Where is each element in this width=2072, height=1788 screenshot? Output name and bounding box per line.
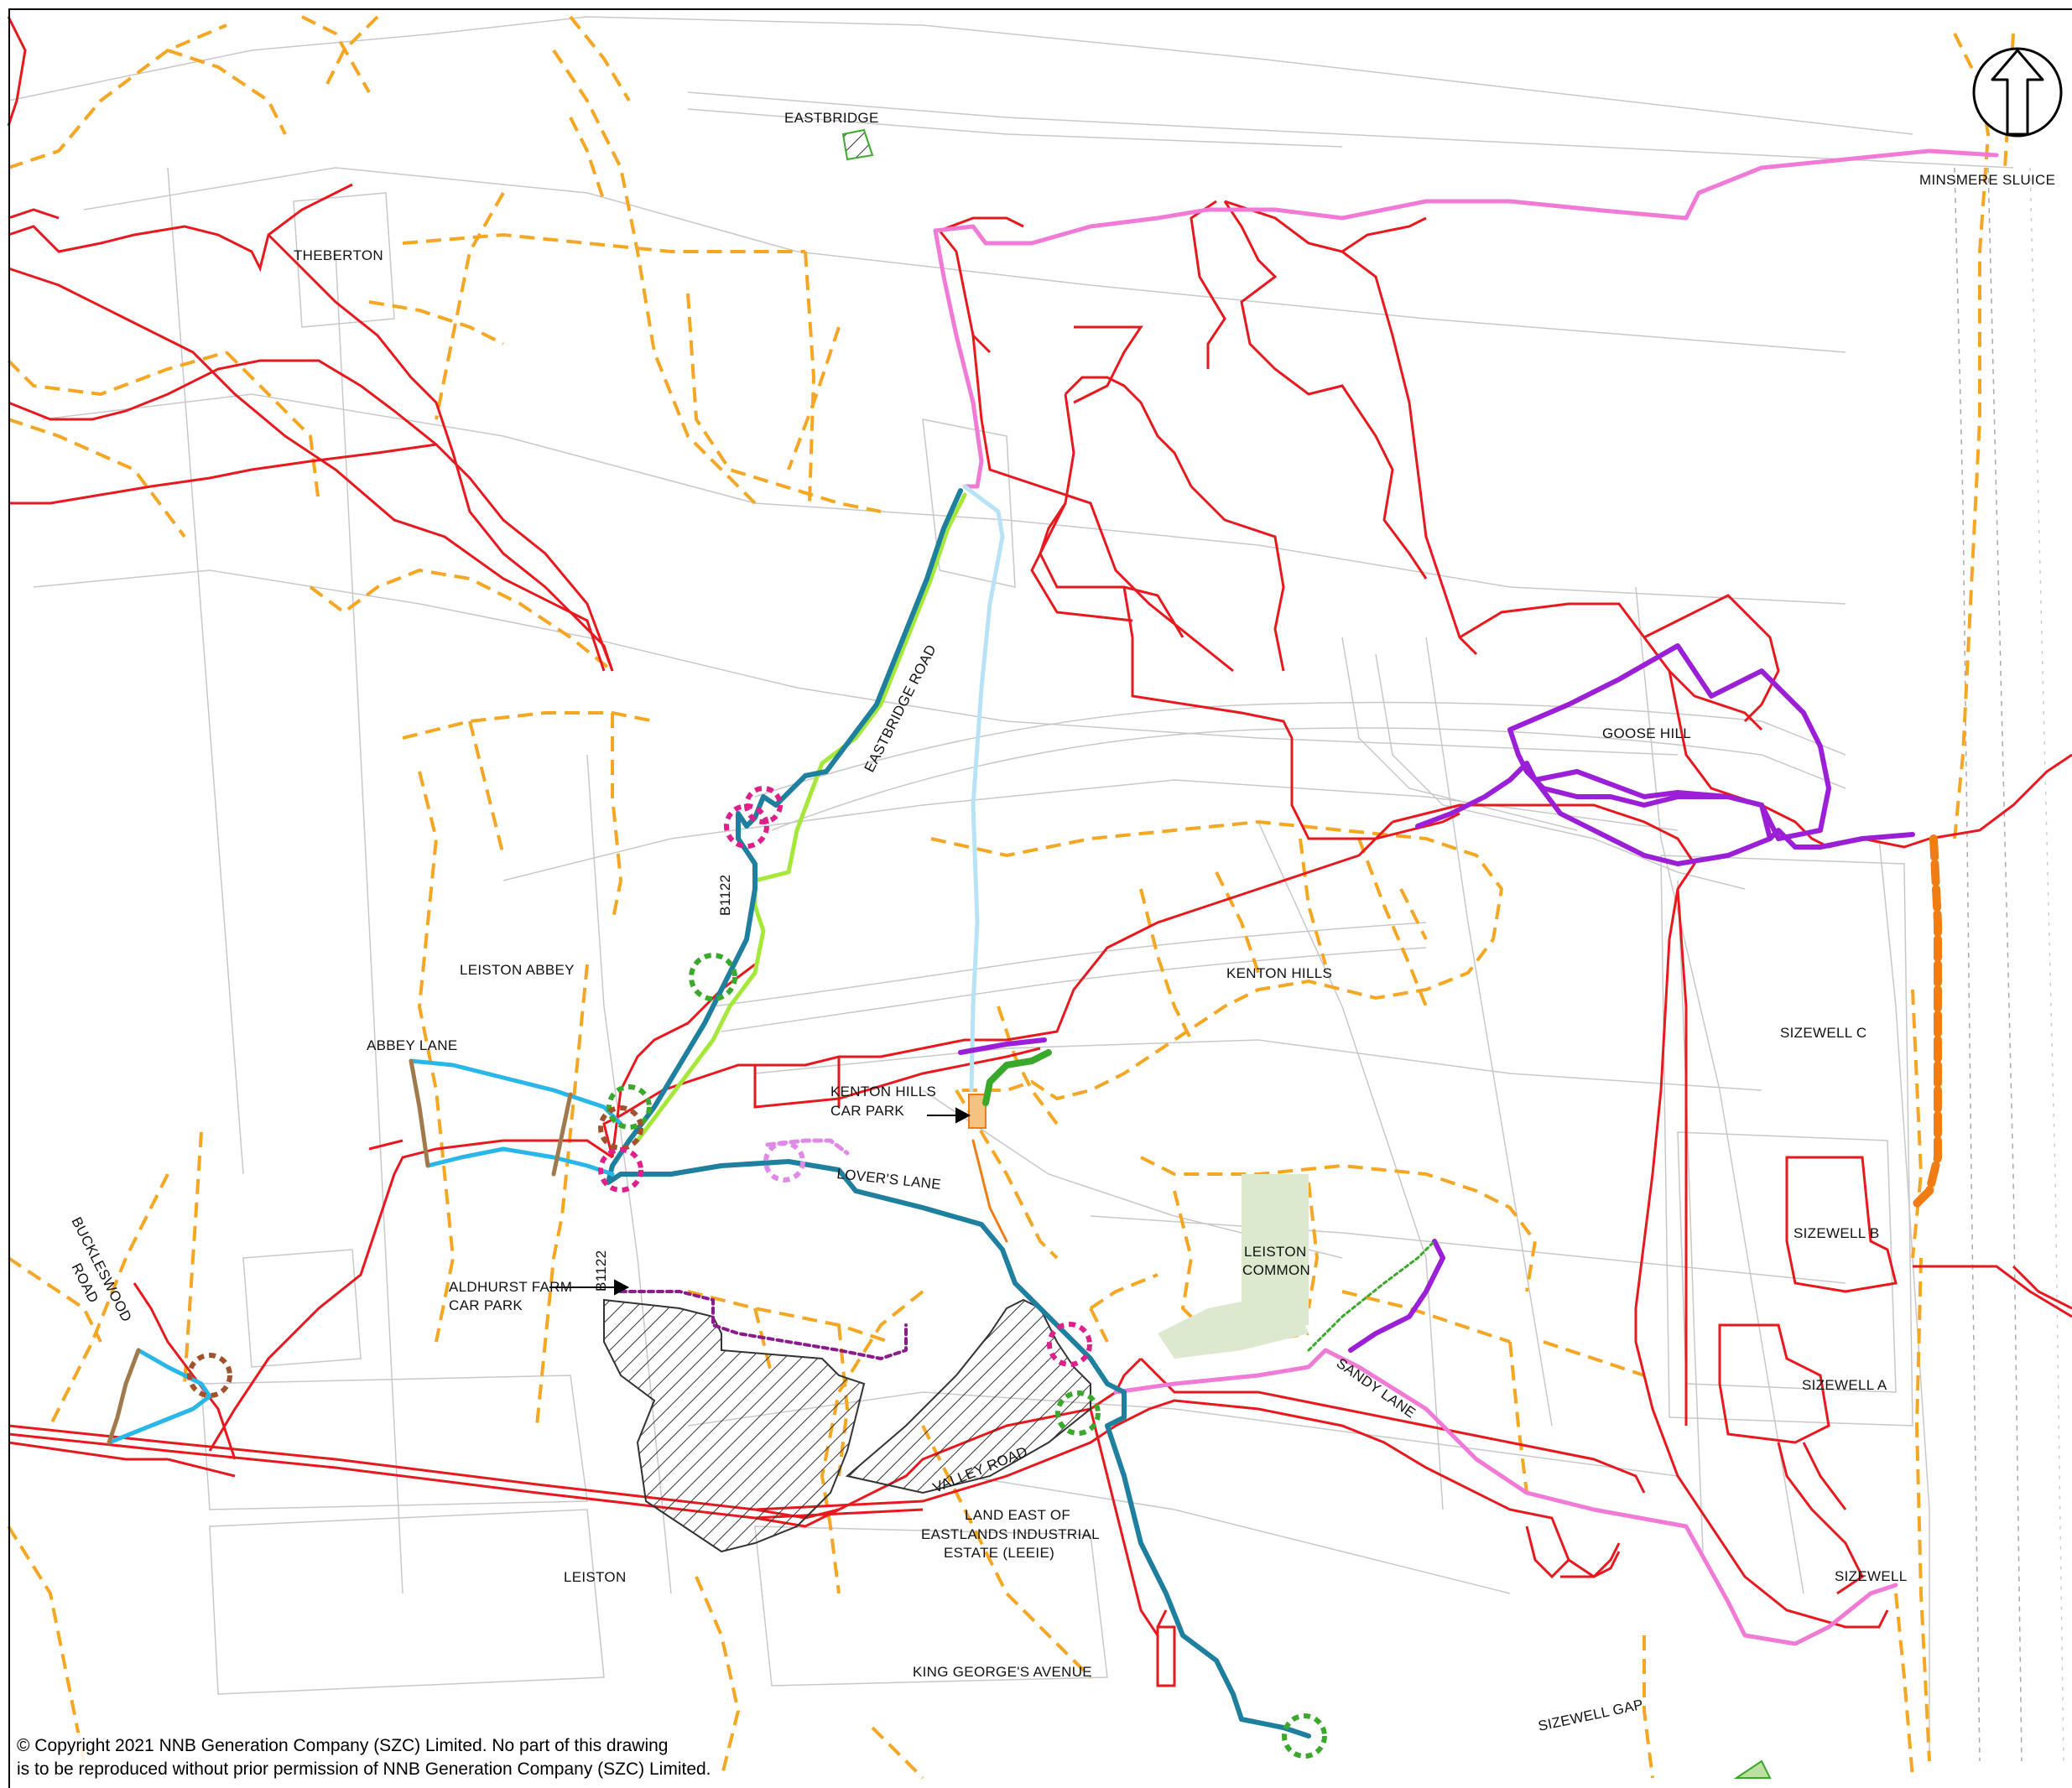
label-b1122-north: B1122 — [717, 875, 733, 916]
site-boundary — [7, 16, 2072, 1687]
label-sizewell-b: SIZEWELL B — [1793, 1225, 1880, 1241]
hatched-land-areas — [603, 1298, 1091, 1553]
orange-lovers-lane — [971, 1139, 1008, 1243]
label-kenton-car-park-2: CAR PARK — [830, 1103, 904, 1119]
minsmere-route — [933, 148, 1999, 246]
label-minsmere-sluice: MINSMERE SLUICE — [1919, 172, 2055, 188]
pink-route-south — [1113, 1348, 1898, 1646]
lime-route — [635, 492, 967, 1143]
label-king-georges-avenue: KING GEORGE'S AVENUE — [913, 1664, 1092, 1680]
label-eastbridge: EASTBRIDGE — [784, 110, 879, 126]
cyan-buckleswood — [107, 1348, 212, 1445]
eastbridge-hatch — [841, 128, 874, 161]
brown-link-2 — [551, 1092, 573, 1177]
routes — [107, 148, 1999, 1739]
brown-buckleswood — [107, 1348, 141, 1445]
purple-goose-hill-loop — [1507, 643, 1831, 841]
copyright-line-2: is to be reproduced without prior permis… — [17, 1759, 711, 1779]
label-aldhurst-1: ALDHURST FARM — [449, 1279, 572, 1295]
label-sizewell-c: SIZEWELL C — [1780, 1025, 1866, 1041]
purple-kenton — [958, 1037, 1047, 1055]
pink-route-north — [933, 228, 984, 489]
label-kenton-car-park-1: KENTON HILLS — [830, 1084, 936, 1099]
cyan-lovers-lane — [425, 1146, 615, 1177]
purple-goose-hill-inner — [1533, 769, 1773, 841]
label-abbey-lane: ABBEY LANE — [367, 1037, 458, 1053]
brown-link-1 — [409, 1058, 430, 1168]
purple-north-sandy — [1348, 1239, 1445, 1353]
label-leiston-abbey: LEISTON ABBEY — [460, 962, 575, 978]
label-goose-hill: GOOSE HILL — [1602, 725, 1691, 741]
public-rights-of-way — [7, 15, 2015, 1780]
leiston-common-area-south — [1158, 1292, 1309, 1359]
label-sizewell-a: SIZEWELL A — [1802, 1377, 1887, 1393]
sizewell-gap-hatch — [1733, 1759, 1772, 1779]
label-kenton-hills: KENTON HILLS — [1226, 965, 1332, 981]
car-park-arrows — [549, 1107, 971, 1296]
kenton-car-park-hatch — [968, 1094, 987, 1129]
label-leiston: LEISTON — [564, 1569, 627, 1585]
junction-markers — [187, 786, 1327, 1759]
label-leiston-common-2: COMMON — [1242, 1262, 1310, 1278]
north-arrow-icon — [1972, 47, 2063, 138]
label-b1122-south: B1122 — [593, 1250, 609, 1292]
label-aldhurst-2: CAR PARK — [449, 1297, 523, 1313]
label-theberton: THEBERTON — [294, 247, 383, 263]
label-leeie-1: LAND EAST OF — [965, 1507, 1070, 1523]
light-blue-route — [962, 484, 1005, 1093]
copyright-line-1: © Copyright 2021 NNB Generation Company … — [17, 1736, 669, 1755]
magenta-dotted-main — [619, 1290, 908, 1360]
purple-goose-hill — [1415, 761, 1915, 866]
label-sizewell: SIZEWELL — [1835, 1568, 1907, 1584]
green-dotted-sandy — [1307, 1240, 1436, 1352]
base-mapping — [8, 16, 2064, 1762]
teal-route — [606, 488, 1311, 1739]
label-leeie-3: ESTATE (LEEIE) — [944, 1545, 1054, 1561]
copyright-notice: © Copyright 2021 NNB Generation Company … — [13, 1733, 715, 1783]
label-leiston-common-1: LEISTON — [1244, 1244, 1307, 1260]
orange-coast — [1908, 834, 1942, 1212]
green-kenton — [982, 1049, 1052, 1106]
label-leeie-2: EASTLANDS INDUSTRIAL — [921, 1526, 1100, 1542]
